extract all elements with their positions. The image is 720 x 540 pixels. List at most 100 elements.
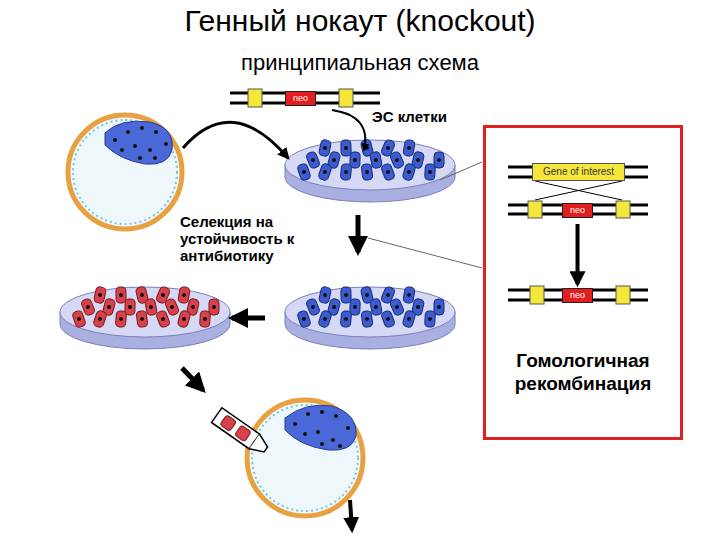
- cell: [341, 140, 351, 156]
- cell-nucleus: [310, 304, 315, 309]
- neo-cassette: neo: [285, 91, 316, 106]
- cell-body: [350, 299, 361, 315]
- node-text: neo: [570, 205, 585, 216]
- cell-nucleus: [160, 316, 165, 321]
- cell: [297, 310, 312, 328]
- cell-body: [136, 310, 148, 327]
- process-arrow: [576, 224, 580, 284]
- cell-nucleus: [160, 292, 165, 297]
- cell: [136, 310, 148, 327]
- cell-nucleus: [428, 317, 432, 321]
- neo-cassette: neo: [562, 203, 593, 218]
- process-arrow: [350, 500, 352, 530]
- cell-body: [297, 310, 312, 328]
- cell: [434, 299, 444, 315]
- cell-body: [116, 287, 126, 303]
- cell: [361, 163, 373, 180]
- cell-nucleus: [320, 410, 324, 414]
- cell: [209, 299, 219, 315]
- cell-nucleus: [126, 130, 130, 134]
- cell-body: [403, 139, 416, 156]
- crossover: [535, 181, 622, 200]
- cell: [318, 139, 331, 157]
- cell-group: [72, 286, 219, 329]
- homology-arm: [616, 286, 630, 304]
- cell-nucleus: [128, 305, 132, 309]
- cell-nucleus: [149, 305, 154, 310]
- cell: [318, 163, 332, 181]
- cell-nucleus: [133, 144, 137, 148]
- cell: [403, 139, 416, 156]
- cell-nucleus: [385, 169, 390, 174]
- cell-nucleus: [303, 432, 307, 436]
- cell-body: [340, 311, 351, 328]
- cell-nucleus: [153, 156, 157, 160]
- cell-nucleus: [407, 293, 412, 298]
- cell-nucleus: [385, 145, 390, 150]
- cell-nucleus: [394, 304, 399, 309]
- cell-nucleus: [344, 293, 348, 297]
- cell-nucleus: [385, 292, 390, 297]
- cell-nucleus: [301, 316, 306, 321]
- cell-nucleus: [416, 305, 421, 310]
- cell-nucleus: [437, 305, 441, 309]
- cell: [297, 163, 312, 181]
- homology-arm: [528, 201, 630, 304]
- cell-body: [177, 310, 191, 328]
- cell: [93, 286, 106, 304]
- cell: [380, 310, 395, 329]
- cell-nucleus: [407, 170, 412, 175]
- cell-body: [297, 163, 312, 181]
- cell-nucleus: [437, 158, 441, 162]
- process-arrow: [332, 110, 365, 150]
- cell-nucleus: [338, 444, 342, 448]
- cell-body: [425, 311, 436, 328]
- cell-nucleus: [182, 317, 187, 322]
- cell-nucleus: [320, 442, 324, 446]
- petri-dish: [60, 287, 230, 349]
- cell: [318, 310, 332, 328]
- cell: [115, 311, 126, 328]
- blastocyst: [105, 121, 172, 164]
- gene-box: Gene of interest: [532, 163, 625, 181]
- cell: [434, 152, 444, 168]
- cell-nucleus: [346, 426, 350, 430]
- cell-nucleus: [407, 146, 412, 151]
- cell-nucleus: [306, 412, 310, 416]
- cell-body: [361, 310, 373, 327]
- cell-body: [318, 310, 332, 328]
- dna-strand: [508, 167, 648, 300]
- crossover: [535, 181, 622, 200]
- cell-nucleus: [119, 317, 123, 321]
- cell-body: [434, 152, 444, 168]
- targeting-vector: [230, 89, 380, 107]
- cell-nucleus: [365, 293, 370, 298]
- cell-body: [402, 310, 416, 328]
- cell-nucleus: [331, 438, 335, 442]
- node-text: Gene of interest: [543, 166, 614, 178]
- cell: [178, 286, 191, 303]
- cell: [350, 152, 361, 168]
- petri-dish: [285, 140, 455, 202]
- cell-nucleus: [428, 170, 432, 174]
- cell-nucleus: [301, 169, 306, 174]
- process-arrow: [183, 122, 288, 158]
- process-arrow: [182, 368, 203, 390]
- cell-nucleus: [385, 316, 390, 321]
- cell-body: [340, 164, 351, 181]
- cell-body: [380, 310, 395, 329]
- inner-cell-mass: [293, 410, 350, 448]
- cell-nucleus: [148, 148, 152, 152]
- neo-cassette: neo: [562, 288, 593, 303]
- cell-nucleus: [322, 316, 327, 321]
- petri-dish: [285, 287, 455, 349]
- homology-arm: [528, 201, 542, 218]
- cell-body: [200, 311, 211, 328]
- cell: [318, 286, 331, 304]
- cell-nucleus: [120, 148, 124, 152]
- process-arrow: [232, 316, 265, 321]
- cell-nucleus: [164, 142, 168, 146]
- cell-nucleus: [154, 130, 158, 134]
- cell-nucleus: [322, 169, 327, 174]
- cell-nucleus: [97, 316, 102, 321]
